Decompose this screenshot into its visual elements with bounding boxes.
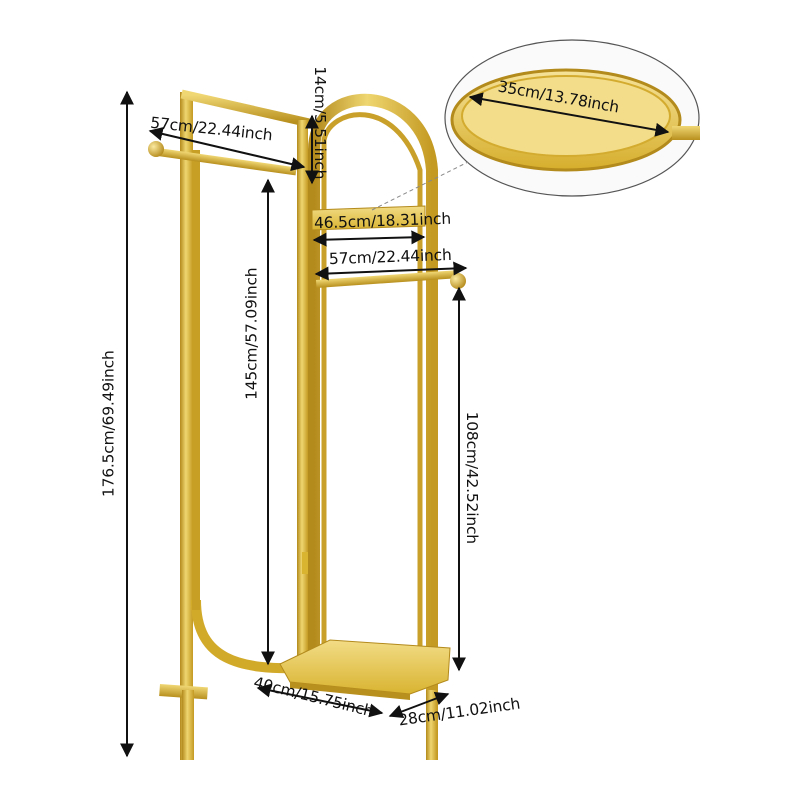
- label-right-bar-height: 108cm/42.52inch: [462, 411, 481, 544]
- left-post: [180, 92, 193, 760]
- bar-end-ball: [148, 141, 164, 157]
- arrow-base-width: [388, 691, 450, 719]
- dimension-lines: [120, 90, 670, 758]
- left-panel: [148, 89, 311, 760]
- arrow-top-bar: [148, 127, 306, 171]
- label-total-height: 176.5cm/69.49inch: [99, 350, 118, 498]
- label-left-bar-height: 145cm/57.09inch: [242, 267, 261, 400]
- bar-end-ball: [450, 273, 466, 289]
- arrow-lower-bar: [314, 261, 468, 281]
- arrow-tray-diameter: [468, 92, 670, 137]
- label-arch-gap: 14cm/5.51inch: [311, 66, 330, 180]
- arrow-tray-width: [312, 230, 426, 247]
- arrow-base-length: [256, 683, 384, 718]
